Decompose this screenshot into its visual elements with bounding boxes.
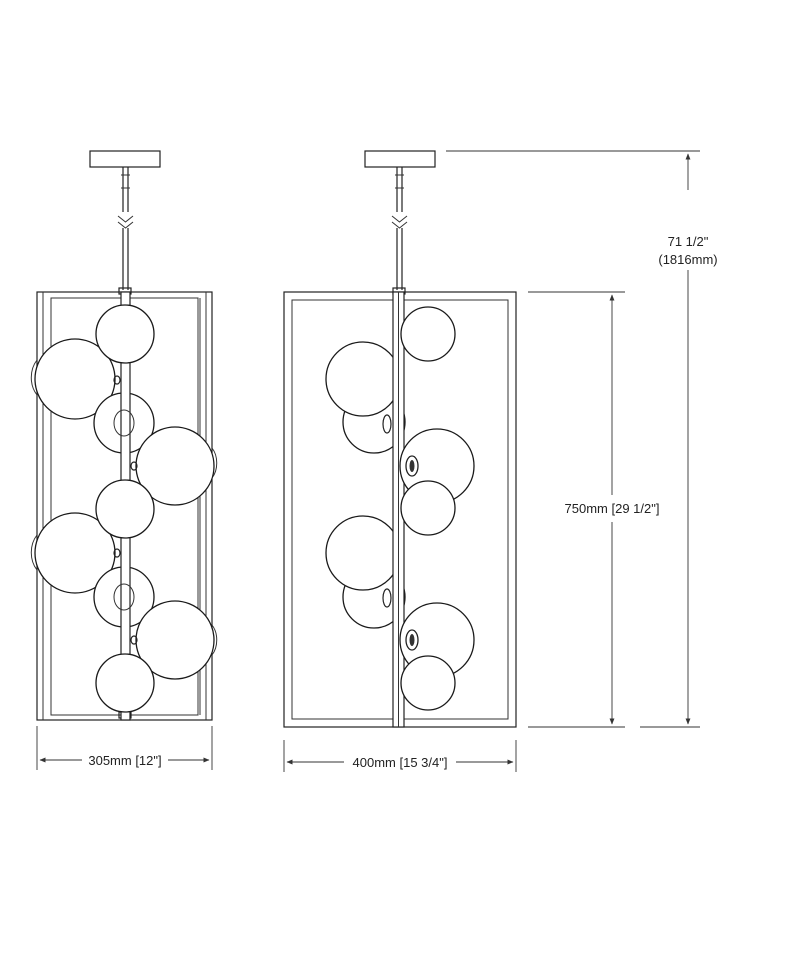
- globe: [325, 515, 401, 591]
- globe: [400, 306, 456, 362]
- dimension-body-height: 750mm [29 1/2"]: [528, 291, 660, 728]
- side-canopy: [364, 150, 436, 168]
- side-rod: [391, 167, 408, 290]
- front-side-globe-edge: [211, 447, 218, 479]
- overall-height-mm-label: (1816mm): [658, 252, 717, 267]
- front-view: [30, 150, 218, 721]
- front-side-globe-edge: [30, 359, 38, 396]
- overall-height-in-label: 71 1/2": [668, 234, 709, 249]
- width-front-label: 305mm [12"]: [88, 753, 161, 768]
- globe: [135, 426, 215, 506]
- globe: [325, 341, 401, 417]
- globe: [135, 600, 215, 680]
- globe: [95, 653, 155, 713]
- globe: [95, 479, 155, 539]
- dimension-width-front: 305mm [12"]: [36, 726, 213, 770]
- globe: [34, 338, 116, 420]
- globe: [400, 655, 456, 711]
- side-sockets: [405, 455, 419, 651]
- globe: [34, 512, 116, 594]
- dimension-overall-height: 71 1/2" (1816mm): [446, 150, 718, 728]
- width-side-label: 400mm [15 3/4"]: [353, 755, 448, 770]
- globe: [400, 480, 456, 536]
- side-view: [283, 150, 517, 728]
- front-rod: [117, 167, 134, 290]
- front-side-globe-edge: [211, 624, 218, 656]
- dimension-width-side: 400mm [15 3/4"]: [283, 740, 517, 772]
- front-side-globe-edge: [30, 534, 38, 571]
- body-height-label: 750mm [29 1/2"]: [565, 501, 660, 516]
- globe: [95, 304, 155, 364]
- front-canopy: [89, 150, 161, 168]
